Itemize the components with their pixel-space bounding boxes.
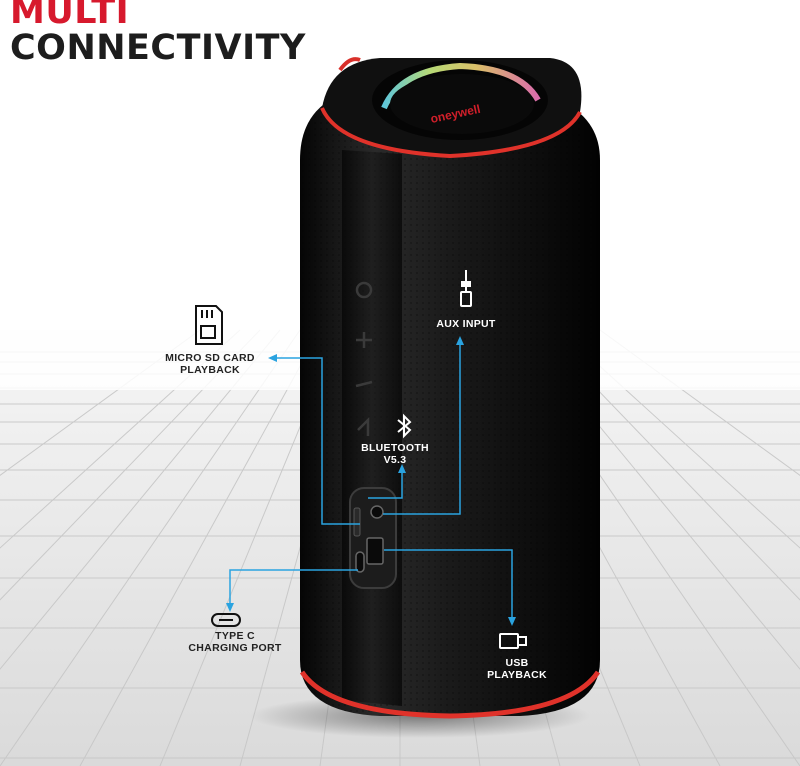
bluetooth-label-line1: BLUETOOTH — [361, 442, 429, 454]
bluetooth-icon — [397, 413, 412, 439]
speaker: oneywell — [299, 57, 601, 719]
aux-label: AUX INPUT — [418, 318, 514, 330]
bluetooth-label-line2: V5.3 — [383, 454, 407, 466]
type-c-label: TYPE C CHARGING PORT — [176, 630, 294, 654]
type-c-label-line1: TYPE C — [215, 630, 255, 642]
bluetooth-label: BLUETOOTH V5.3 — [360, 442, 430, 466]
headline-line2: CONNECTIVITY — [10, 28, 306, 68]
type-c-label-line2: CHARGING PORT — [188, 642, 282, 654]
micro-sd-label: MICRO SD CARD PLAYBACK — [150, 352, 270, 376]
micro-sd-label-line1: MICRO SD CARD — [165, 352, 255, 364]
audio-jack-icon — [460, 270, 472, 307]
callout-lines — [226, 336, 516, 626]
aux-label-line1: AUX INPUT — [436, 318, 496, 330]
usb-label-line1: USB — [505, 657, 529, 669]
usb-label: USB PLAYBACK — [482, 657, 552, 681]
sd-card-icon — [195, 305, 223, 345]
micro-sd-label-line2: PLAYBACK — [180, 364, 240, 376]
usb-label-line2: PLAYBACK — [487, 669, 547, 681]
headline: MULTI CONNECTIVITY — [10, 0, 306, 66]
headline-line1: MULTI — [10, 0, 130, 32]
usb-c-icon — [211, 613, 241, 627]
usb-icon — [499, 633, 527, 649]
